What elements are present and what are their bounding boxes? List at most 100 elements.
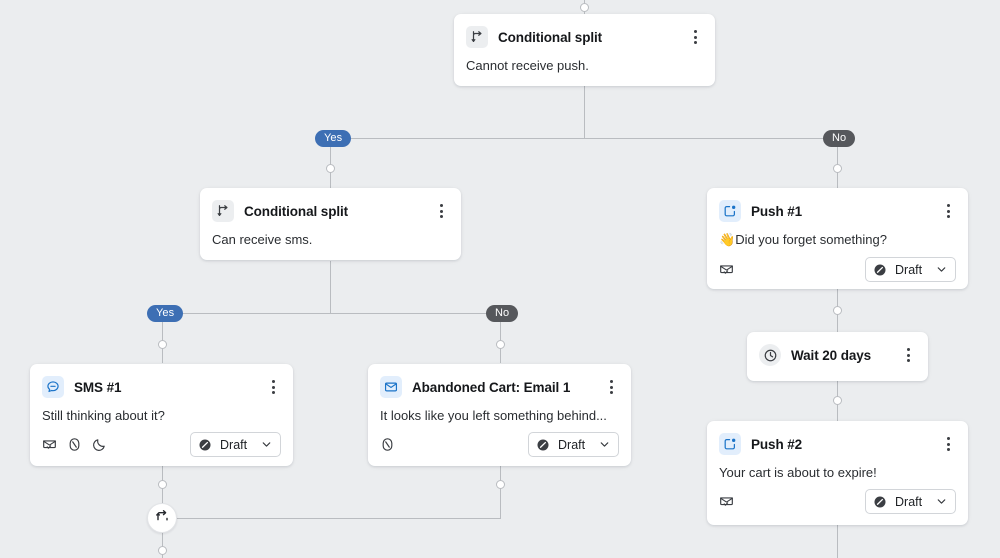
footer-icon-group bbox=[42, 437, 107, 452]
edge-push2-down bbox=[837, 525, 838, 558]
draft-status-icon bbox=[873, 495, 887, 509]
branch-pill-root-yes[interactable]: Yes bbox=[315, 130, 352, 147]
card-menu-button[interactable] bbox=[940, 435, 956, 453]
connector-dot-split2-no bbox=[496, 340, 505, 349]
edge-root-no bbox=[837, 138, 838, 188]
edge-root-branch-bar bbox=[330, 138, 838, 139]
node-card-push-2[interactable]: Push #2 Your cart is about to expire! bbox=[707, 421, 968, 525]
moon-icon[interactable] bbox=[92, 437, 107, 452]
card-title: Conditional split bbox=[244, 203, 349, 219]
draft-status-icon bbox=[198, 438, 212, 452]
connector-dot-email1 bbox=[496, 480, 505, 489]
chevron-down-icon bbox=[935, 263, 948, 276]
wave-emoji: 👋 bbox=[719, 232, 736, 247]
connector-dot-top bbox=[580, 3, 589, 12]
card-body-message: Did you forget something? bbox=[735, 232, 887, 247]
card-header: SMS #1 bbox=[30, 364, 293, 398]
status-label: Draft bbox=[558, 437, 586, 452]
card-menu-button[interactable] bbox=[265, 378, 281, 396]
node-card-wait[interactable]: Wait 20 days bbox=[747, 332, 928, 381]
card-footer: Draft bbox=[30, 423, 293, 469]
edge-split2-down bbox=[330, 261, 331, 314]
status-dropdown-push-2[interactable]: Draft bbox=[865, 489, 956, 514]
edge-root-down bbox=[584, 86, 585, 139]
edge-email1-down bbox=[500, 466, 501, 518]
card-body-text: Still thinking about it? bbox=[42, 408, 165, 423]
connector-dot-split2-yes bbox=[158, 340, 167, 349]
card-header: Push #1 bbox=[707, 188, 968, 222]
card-body-text: Your cart is about to expire! bbox=[719, 465, 877, 480]
sms-icon bbox=[42, 376, 64, 398]
card-title: Wait 20 days bbox=[791, 347, 872, 363]
edge-split2-no bbox=[500, 313, 501, 363]
card-title: Conditional split bbox=[498, 29, 603, 45]
push-notification-icon bbox=[719, 433, 741, 455]
card-header: Conditional split bbox=[454, 14, 715, 48]
edge-split2-yes bbox=[162, 313, 163, 363]
push-notification-icon bbox=[719, 200, 741, 222]
status-dropdown-push-1[interactable]: Draft bbox=[865, 257, 956, 282]
card-title: Abandoned Cart: Email 1 bbox=[412, 379, 571, 395]
conditional-split-icon bbox=[212, 200, 234, 222]
card-header: Conditional split bbox=[200, 188, 461, 222]
clock-icon bbox=[759, 344, 781, 366]
status-label: Draft bbox=[895, 494, 923, 509]
card-menu-button[interactable] bbox=[900, 346, 916, 364]
node-card-conditional-split-root[interactable]: Conditional split Cannot receive push. bbox=[454, 14, 715, 86]
envelope-check-icon[interactable] bbox=[719, 494, 734, 509]
connector-dot-push1-wait bbox=[833, 306, 842, 315]
footer-icon-group bbox=[719, 262, 734, 277]
edge-merge-down bbox=[162, 533, 163, 558]
link-icon[interactable] bbox=[67, 437, 82, 452]
branch-pill-split2-yes[interactable]: Yes bbox=[147, 305, 184, 322]
email-icon bbox=[380, 376, 402, 398]
conditional-split-icon bbox=[466, 26, 488, 48]
card-title: Push #1 bbox=[751, 203, 803, 219]
envelope-check-icon[interactable] bbox=[42, 437, 57, 452]
connector-dot-sms1 bbox=[158, 480, 167, 489]
card-body-text: It looks like you left something behind.… bbox=[380, 408, 607, 423]
card-footer: Draft bbox=[368, 423, 631, 469]
card-body-text: 👋Did you forget something? bbox=[707, 222, 968, 248]
card-header: Push #2 bbox=[707, 421, 968, 455]
node-card-email-1[interactable]: Abandoned Cart: Email 1 It looks like yo… bbox=[368, 364, 631, 466]
link-icon[interactable] bbox=[380, 437, 395, 452]
footer-icon-group bbox=[380, 437, 395, 452]
card-title: Push #2 bbox=[751, 436, 803, 452]
chevron-down-icon bbox=[935, 495, 948, 508]
card-menu-button[interactable] bbox=[433, 202, 449, 220]
status-dropdown-sms-1[interactable]: Draft bbox=[190, 432, 281, 457]
edge-email1-to-merge bbox=[177, 518, 501, 519]
node-card-sms-1[interactable]: SMS #1 Still thinking about it? bbox=[30, 364, 293, 466]
card-footer: Draft bbox=[707, 480, 968, 526]
status-label: Draft bbox=[220, 437, 248, 452]
card-body-text: Cannot receive push. bbox=[466, 58, 589, 73]
connector-dot-wait-push2 bbox=[833, 396, 842, 405]
node-card-push-1[interactable]: Push #1 👋Did you forget something? bbox=[707, 188, 968, 289]
card-header: Abandoned Cart: Email 1 bbox=[368, 364, 631, 398]
status-dropdown-email-1[interactable]: Draft bbox=[528, 432, 619, 457]
envelope-check-icon[interactable] bbox=[719, 262, 734, 277]
card-body-text: Can receive sms. bbox=[212, 232, 313, 247]
status-label: Draft bbox=[895, 262, 923, 277]
node-card-conditional-split-sms[interactable]: Conditional split Can receive sms. bbox=[200, 188, 461, 260]
branch-pill-root-no[interactable]: No bbox=[823, 130, 856, 147]
connector-dot-root-no bbox=[833, 164, 842, 173]
chevron-down-icon bbox=[260, 438, 273, 451]
draft-status-icon bbox=[873, 263, 887, 277]
card-menu-button[interactable] bbox=[687, 28, 703, 46]
draft-status-icon bbox=[536, 438, 550, 452]
card-footer: Draft bbox=[707, 248, 968, 294]
merge-loop-icon bbox=[155, 508, 170, 528]
card-header: Wait 20 days bbox=[747, 332, 928, 378]
footer-icon-group bbox=[719, 494, 734, 509]
branch-pill-split2-no[interactable]: No bbox=[486, 305, 519, 322]
connector-dot-root-yes bbox=[326, 164, 335, 173]
merge-loop-node[interactable] bbox=[147, 503, 177, 533]
connector-dot-merge-down bbox=[158, 546, 167, 555]
chevron-down-icon bbox=[598, 438, 611, 451]
card-menu-button[interactable] bbox=[940, 202, 956, 220]
edge-root-yes bbox=[330, 138, 331, 188]
card-menu-button[interactable] bbox=[603, 378, 619, 396]
